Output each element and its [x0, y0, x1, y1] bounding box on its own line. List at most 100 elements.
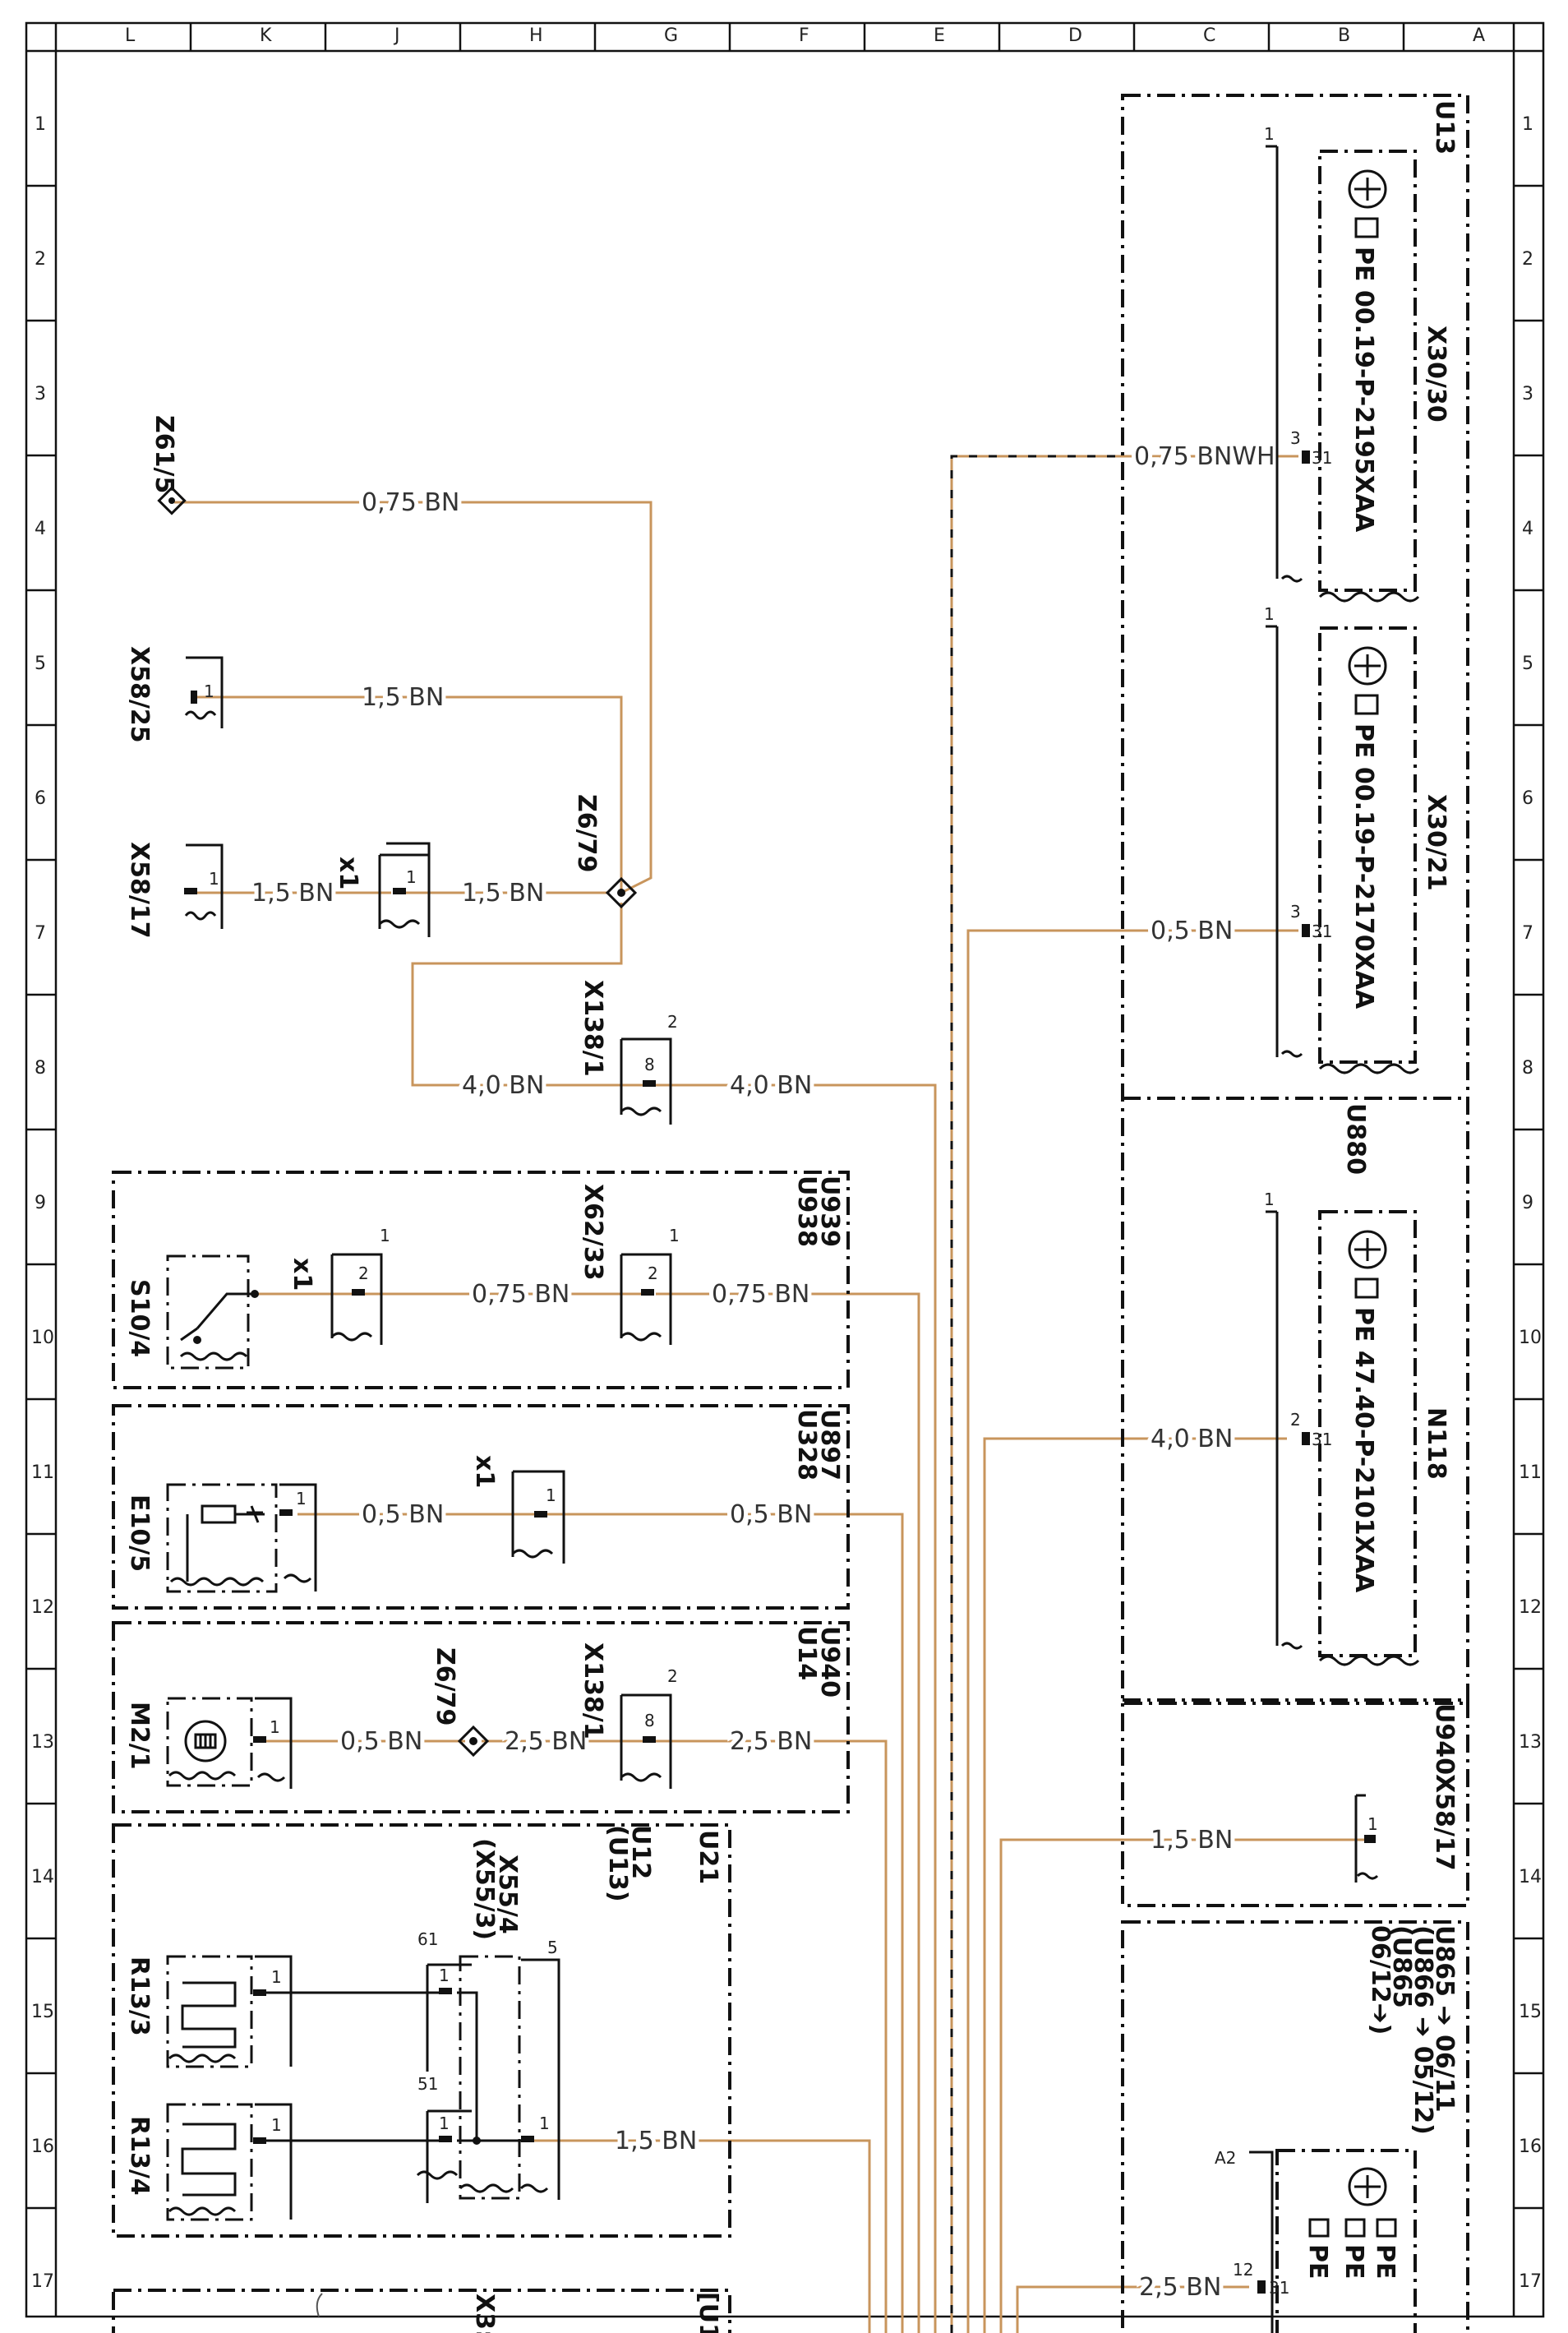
component-label: X58/17: [1430, 1774, 1459, 1871]
row-label: 9: [1522, 1193, 1533, 1213]
wire-label: 0,5 BN: [340, 1727, 422, 1756]
pin-label: 1: [380, 1226, 390, 1245]
wire-label: 1,5 BN: [1151, 1826, 1233, 1855]
pin-label: 1: [270, 1717, 280, 1737]
pin-label: 1: [539, 2114, 550, 2133]
pin-label: 31: [1312, 448, 1332, 468]
wire-label: 0,75 BN: [362, 488, 459, 517]
component-label: Z61/5: [150, 415, 178, 493]
row-label: 7: [1522, 923, 1533, 944]
pin-label: 31: [1269, 2278, 1289, 2298]
pin-label: 12: [1233, 2260, 1253, 2280]
x30-30-module: 1 PE 00.19-P-2195XAA X30/30 3 31: [1264, 124, 1450, 603]
x138-1-top-connector: 8 2 X138/1: [579, 980, 678, 1125]
row-label: 5: [35, 654, 46, 674]
variant-label: (U866 ➔ 05/12): [1409, 1925, 1437, 2135]
wire-labels: 0,75 BN 1,5 BN 1,5 BN 1,5 BN 4,0 BN 4,0 …: [247, 438, 1280, 2306]
component-label: X58/17: [125, 842, 154, 939]
pin-label: 1: [669, 1226, 680, 1245]
pin-label: 1: [439, 2114, 450, 2133]
variant-label: U13: [1430, 100, 1459, 155]
pin-label: 3: [1290, 902, 1301, 922]
zone-label: C: [1203, 25, 1215, 46]
wire-label: 1,5 BN: [362, 683, 444, 712]
component-label: X30/21: [1422, 794, 1450, 891]
row-label: 12: [31, 1597, 54, 1618]
component-label: M2/1: [125, 1702, 154, 1770]
wire-label: 1,5 BN: [462, 879, 544, 908]
component-label: E10/5: [125, 1495, 154, 1572]
wire-main-right: [656, 1083, 937, 2333]
pin-label: 1: [1264, 1190, 1275, 1209]
bottom-left-block: [U1( X3:: [112, 2289, 731, 2333]
variant-label: U940: [815, 1626, 844, 1698]
component-label: x1: [288, 1258, 316, 1291]
wire-e10-b: [547, 1513, 904, 2333]
pin-label: 8: [644, 1711, 655, 1730]
pin-label: 2: [648, 1264, 658, 1283]
variant-label: U940: [1430, 1703, 1459, 1775]
pin-label: 8: [644, 1055, 655, 1074]
pin-label: 61: [417, 1929, 438, 1949]
pin-label: 1: [209, 869, 219, 889]
row-label: 2: [1522, 249, 1533, 270]
row-label: 10: [31, 1328, 54, 1348]
variant-label: U14: [792, 1626, 821, 1680]
row-label: 17: [31, 2271, 54, 2292]
component-label: Z6/79: [572, 794, 601, 872]
doc-reference: PE 00.19-P-2195XAA: [1349, 247, 1378, 533]
wire-x58-25: [194, 695, 623, 893]
variant-label: 06/12➔): [1366, 1925, 1395, 2035]
pin-label: 1: [1367, 1814, 1378, 1834]
doc-reference: PE: [1371, 2244, 1400, 2279]
wires: [174, 455, 1366, 2333]
row-label: 12: [1519, 1597, 1542, 1618]
row-label: 11: [31, 1462, 54, 1483]
component-label: A2: [1215, 2148, 1236, 2168]
wire-label: 4,0 BN: [1151, 1425, 1233, 1453]
zone-label: G: [664, 25, 678, 46]
variant-label: (U865: [1387, 1925, 1416, 2008]
row-ticks: [26, 184, 1543, 2210]
variant-label: U12: [626, 1825, 655, 1879]
wire-a2: [1016, 2285, 1249, 2333]
component-label: R13/3: [125, 1956, 154, 2036]
component-label: N118: [1422, 1407, 1450, 1480]
row-label: 9: [35, 1193, 46, 1213]
row-label: 13: [1519, 1732, 1542, 1753]
row-label: 6: [35, 788, 46, 809]
variant-label: U939: [815, 1176, 844, 1247]
component-label: x1: [470, 1455, 499, 1488]
wire-label: 0,75 BNWH: [1134, 442, 1275, 471]
pin-label: 31: [1312, 1430, 1332, 1449]
zone-label: F: [799, 25, 809, 46]
pin-label: 2: [667, 1012, 678, 1032]
u21-block: U21 U12 (U13) X55/4 (X55/3) 1 R13/3 1 R1…: [112, 1823, 731, 2238]
component-label: S10/4: [125, 1279, 154, 1357]
wire-label: 0,75 BN: [472, 1280, 570, 1309]
variant-label: U897: [815, 1409, 844, 1481]
component-label: x1: [334, 857, 362, 889]
wire-r13: [533, 2139, 871, 2333]
doc-reference: PE: [1303, 2244, 1332, 2279]
pin-label: 5: [547, 1938, 558, 1957]
wire-n118: [983, 1437, 1287, 2333]
component-label: Z6/79: [431, 1647, 459, 1725]
sheet-frame: [25, 21, 1545, 2318]
row-label: 3: [35, 384, 46, 404]
pin-label: 1: [271, 2115, 282, 2135]
zone-label: J: [393, 25, 400, 46]
wire-label: 2,5 BN: [1139, 2273, 1221, 2302]
pin-label: 1: [546, 1485, 556, 1505]
row-label: 6: [1522, 788, 1533, 809]
z6-79-top-connector: Z6/79: [572, 794, 638, 909]
wire-s10-b: [656, 1292, 920, 2333]
wire-label: 0,5 BN: [1151, 917, 1233, 945]
pin-label: 1: [271, 1967, 282, 1987]
pin-label: 51: [417, 2074, 438, 2094]
doc-reference: PE: [1340, 2244, 1368, 2279]
pin-label: 2: [1290, 1410, 1301, 1430]
row-label: 1: [35, 114, 46, 135]
row-label: 3: [1522, 384, 1533, 404]
row-label: 11: [1519, 1462, 1542, 1483]
